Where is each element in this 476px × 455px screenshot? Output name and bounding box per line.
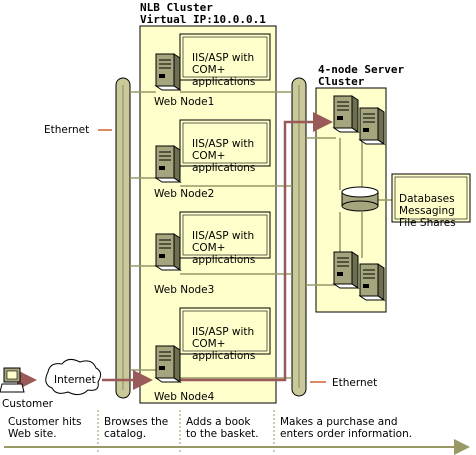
server-cluster-title-line1: 4-node Server — [318, 63, 405, 76]
web-node4-server-icon — [155, 345, 181, 383]
web-node3-label: Web Node3 — [154, 284, 215, 296]
ethernet-right-label: Ethernet — [332, 377, 378, 389]
shared-disk-icon — [341, 186, 379, 212]
web-node2-server-icon — [155, 145, 181, 183]
web-node1-label: Web Node1 — [154, 96, 215, 108]
cluster-server-top-right-icon — [359, 107, 385, 145]
ethernet-bus-right — [291, 77, 307, 397]
nlb-cluster-title-line1: NLB Cluster — [140, 1, 213, 14]
app-box-node3 — [179, 211, 271, 259]
app-box-node1 — [179, 33, 271, 81]
app-box-node2 — [179, 119, 271, 167]
cluster-server-bottom-left-icon — [333, 251, 359, 289]
web-node3-server-icon — [155, 233, 181, 271]
node-connections — [98, 91, 392, 383]
ethernet-bus-left — [115, 77, 131, 399]
customer-computer-icon — [0, 367, 25, 393]
timeline-step-3: Adds a book to the basket. — [186, 416, 259, 440]
timeline — [4, 410, 470, 455]
cluster-server-top-left-icon — [333, 95, 359, 133]
ethernet-left-label: Ethernet — [44, 124, 90, 136]
request-route — [17, 112, 333, 390]
timeline-step-4: Makes a purchase and enters order inform… — [280, 416, 413, 440]
timeline-step-2: Browses the catalog. — [104, 416, 169, 440]
web-node2-label: Web Node2 — [154, 188, 215, 200]
web-node1-server-icon — [155, 53, 181, 91]
cluster-server-bottom-right-icon — [359, 263, 385, 301]
app-box-node4 — [179, 307, 271, 355]
server-cluster-title-line2: Cluster — [318, 75, 365, 88]
timeline-step-1: Customer hits Web site. — [8, 416, 82, 440]
nlb-cluster-title-line2: Virtual IP:10.0.0.1 — [140, 13, 266, 26]
internet-cloud-icon — [45, 358, 102, 396]
internet-label: Internet — [54, 374, 96, 386]
customer-label: Customer — [2, 398, 54, 410]
web-node4-label: Web Node4 — [154, 391, 215, 403]
databases-box — [391, 173, 471, 223]
